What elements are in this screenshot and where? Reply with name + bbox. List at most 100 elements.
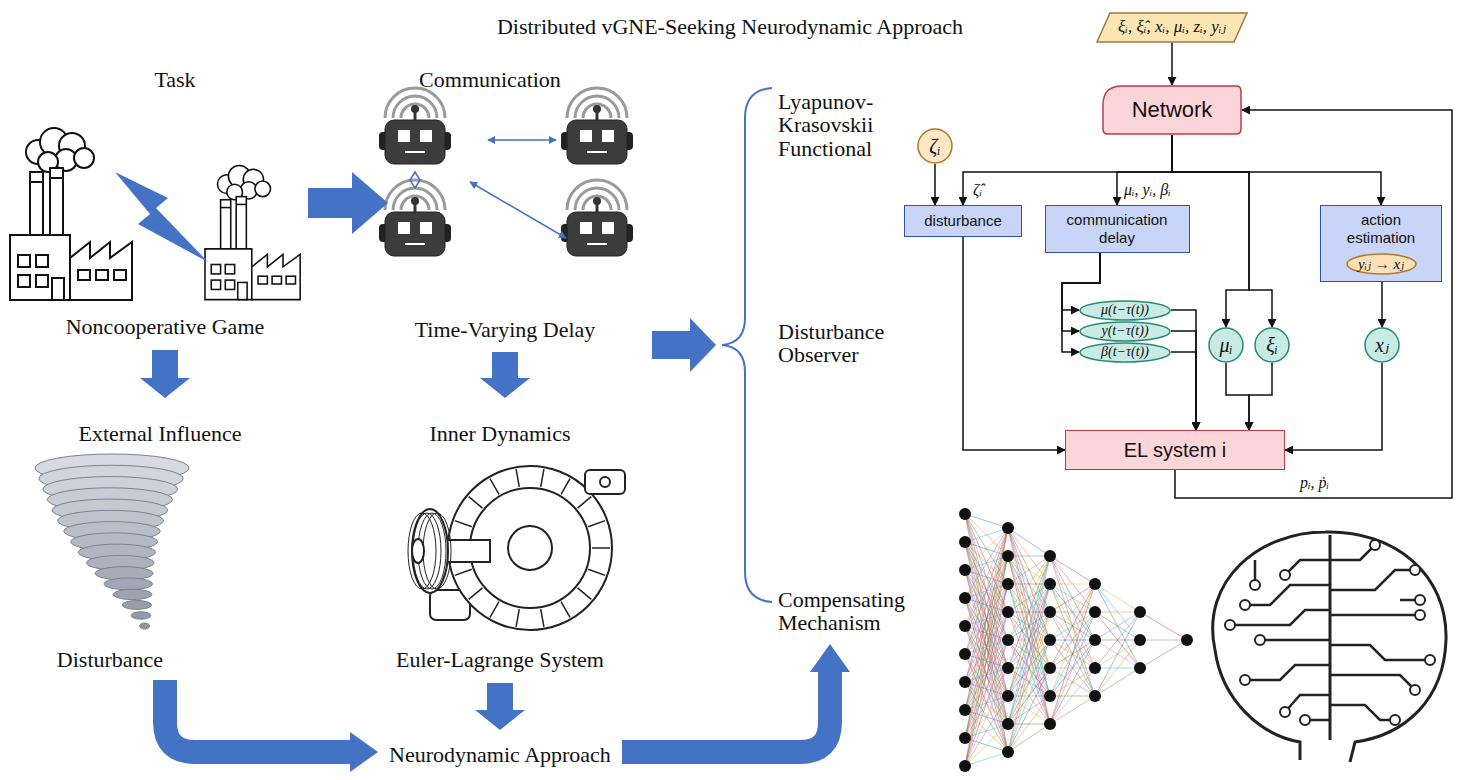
- robot-icon-part: [420, 130, 432, 142]
- alternator-icon-part: [577, 497, 591, 509]
- node-text: ξᵢ, ξ̂ᵢ, xᵢ, μᵢ, zᵢ, yᵢⱼ: [1118, 17, 1226, 37]
- node-text: y(t−τ(t)): [1101, 323, 1148, 340]
- neural-net-icon-part: [1044, 578, 1056, 590]
- neural-net-icon-part: [1050, 584, 1095, 612]
- connector: [963, 237, 1065, 450]
- connector: [1172, 135, 1381, 205]
- brain-circuit-icon-part: [1280, 707, 1290, 717]
- caption-label: Euler-Lagrange System: [396, 648, 604, 671]
- brain-circuit-icon-part: [1300, 715, 1310, 725]
- alternator-icon-part: [508, 526, 552, 570]
- neural-net-icon: [959, 508, 1193, 772]
- factory-icon-part: [10, 235, 70, 300]
- brain-circuit-icon-part: [1390, 715, 1400, 725]
- connector: [1062, 253, 1100, 310]
- robot-icon: [561, 88, 633, 164]
- node-text: ζᵢ: [929, 134, 940, 158]
- factory-icon-part: [272, 276, 281, 284]
- robot-icon-part: [580, 222, 592, 234]
- brain-circuit-icon-part: [1245, 665, 1330, 680]
- neural-net-icon-part: [1008, 556, 1050, 668]
- connector-layer-part: [935, 43, 1452, 499]
- alternator-icon-part: [600, 477, 610, 487]
- factory-icon-part: [286, 276, 295, 284]
- down-arrow: [140, 350, 190, 398]
- robot-icon-part: [405, 151, 425, 153]
- brain-circuit-icon-part: [1415, 610, 1425, 620]
- neural-net-icon-part: [1008, 612, 1050, 752]
- alternator-icon-part: [412, 509, 448, 593]
- neural-net-icon-part: [959, 676, 971, 688]
- curved-arrow: [622, 670, 830, 752]
- node-text: xⱼ: [1375, 333, 1389, 357]
- neural-net-icon-part: [1002, 718, 1014, 730]
- neural-net-icon-part: [965, 752, 1008, 766]
- robot-icon-part: [411, 105, 419, 113]
- alternator-icon-part: [423, 513, 451, 589]
- delay-oval: β(t−τ(t)): [1079, 342, 1171, 363]
- down-arrow: [480, 352, 530, 398]
- node-text: disturbance: [924, 212, 1002, 230]
- robot-icon-part: [567, 120, 627, 164]
- robot-icon: [379, 88, 451, 164]
- system-box: EL system i: [1065, 430, 1285, 470]
- alternator-icon-part: [592, 547, 610, 549]
- connector: [1249, 363, 1272, 430]
- brain-circuit-icon-part: [1415, 595, 1425, 605]
- neural-net-icon-part: [1044, 718, 1056, 730]
- connector: [1171, 310, 1196, 430]
- brain-circuit-icon-part: [1280, 570, 1290, 580]
- node-text: μ(t−τ(t)): [1101, 302, 1149, 319]
- alternator-icon-part: [585, 470, 625, 494]
- neural-net-icon-part: [1002, 662, 1014, 674]
- connector: [1381, 275, 1383, 327]
- brain-circuit-icon-part: [1255, 635, 1265, 645]
- link-diamond: [410, 172, 420, 188]
- delay-oval: y(t−τ(t)): [1079, 321, 1171, 342]
- neural-net-icon-part: [1002, 550, 1014, 562]
- neural-net-icon-part: [1050, 584, 1095, 612]
- robot-icon-part: [587, 151, 607, 153]
- lightning-icon: [115, 172, 208, 262]
- neural-net-icon-part: [965, 724, 1008, 766]
- neural-net-icon-part: [1050, 584, 1095, 668]
- factory-icon-part: [36, 255, 48, 267]
- neural-net-icon-part: [1008, 528, 1050, 668]
- brain-circuit-icon-part: [1285, 560, 1330, 575]
- brain-circuit-icon-part: [1330, 645, 1430, 660]
- neural-net-icon-part: [1008, 724, 1050, 752]
- brain-circuit-icon-part: [1225, 620, 1235, 630]
- factory-icon: [205, 165, 300, 299]
- neural-net-icon-part: [1002, 690, 1014, 702]
- brain-circuit-icon-part: [1330, 675, 1415, 690]
- alternator-icon-part: [455, 569, 472, 575]
- title: Distributed vGNE-Seeking Neurodynamic Ap…: [497, 15, 963, 38]
- link-arrow: [488, 139, 556, 141]
- delay-oval-shape: [1080, 343, 1170, 362]
- factory-icon-part: [211, 265, 220, 274]
- curly-brace: [722, 88, 772, 602]
- neural-net-icon-part: [1140, 640, 1187, 668]
- neural-net-icon-part: [965, 584, 1008, 766]
- factory-icon-part: [211, 280, 220, 289]
- brain-circuit-icon-part: [1410, 685, 1420, 695]
- tornado-icon-part: [113, 589, 152, 599]
- neural-net-icon-part: [1008, 556, 1050, 584]
- neural-net-icon-part: [1095, 584, 1140, 668]
- node-text: ξᵢ: [1266, 333, 1278, 357]
- brain-circuit-icon-part: [1240, 600, 1250, 610]
- neural-net-icon-part: [1044, 690, 1056, 702]
- robot-icon-part: [398, 130, 410, 142]
- factory-icon-part: [114, 270, 126, 280]
- neural-net-icon-part: [1140, 612, 1187, 640]
- neural-net-icon-part: [959, 704, 971, 716]
- neural-net-icon-part: [1008, 668, 1050, 752]
- brain-circuit-icon-part: [1410, 565, 1420, 575]
- network-box-shape: [1103, 86, 1241, 134]
- factory-icon-part: [205, 249, 252, 300]
- down-arrow: [475, 683, 525, 730]
- neural-net-icon-part: [1095, 612, 1140, 696]
- neural-net-icon-part: [1008, 584, 1050, 752]
- neural-net-icon-part: [1095, 640, 1140, 696]
